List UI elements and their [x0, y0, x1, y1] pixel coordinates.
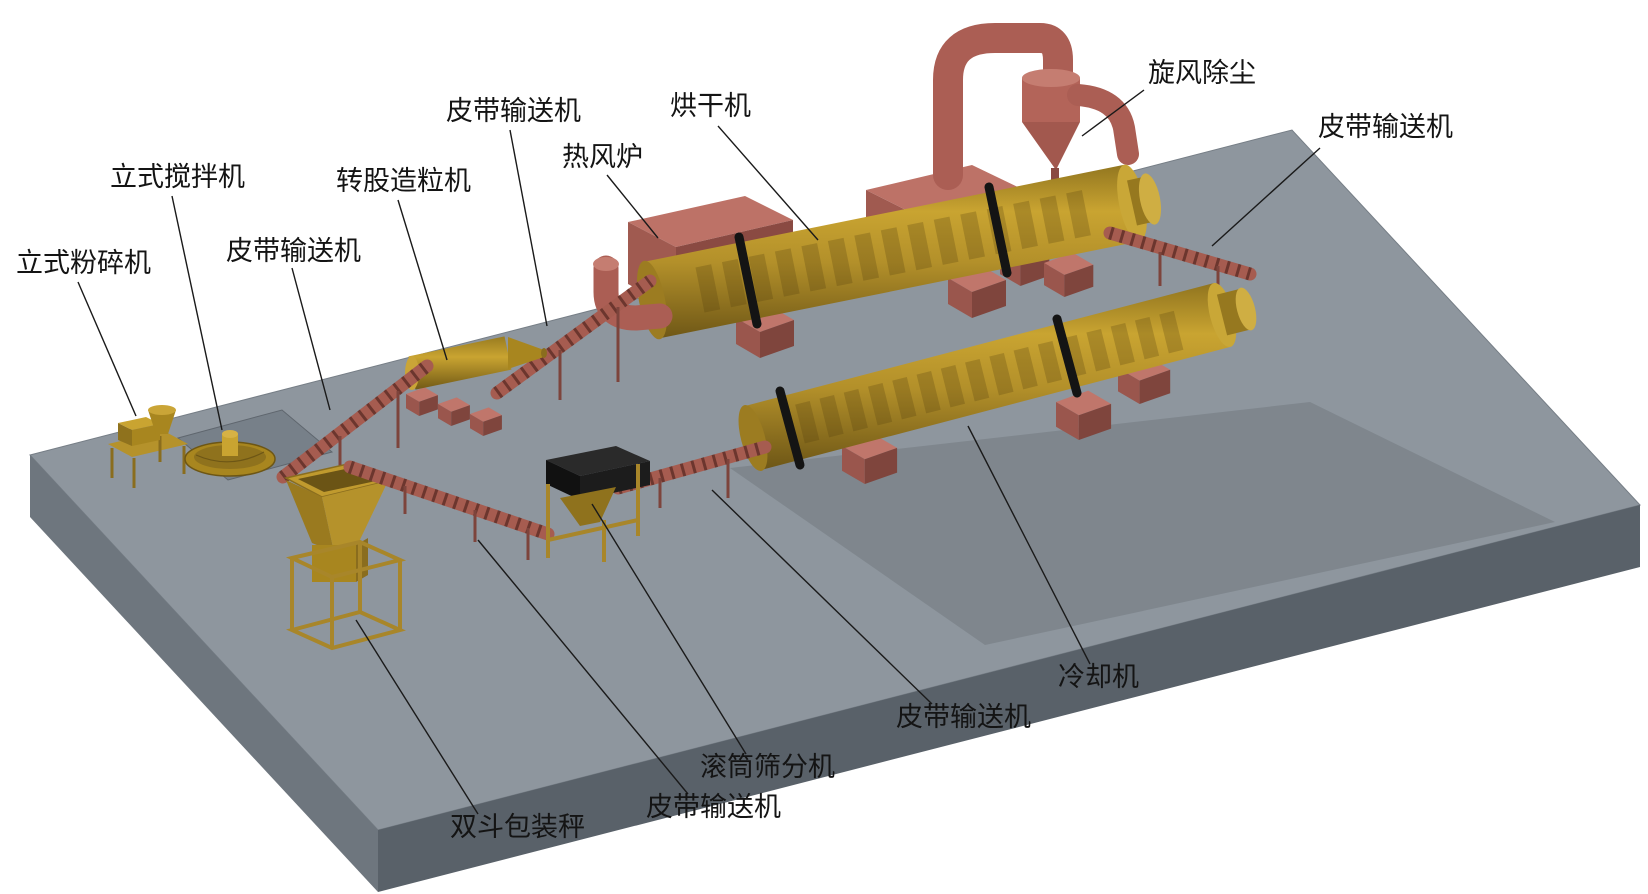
label-belt-conveyor-1: 皮带输送机 — [226, 236, 361, 267]
granulator-nozzle — [541, 348, 547, 358]
dryer-riding-ring-1 — [734, 232, 762, 329]
annotations: 立式粉碎机 立式搅拌机 皮带输送机 转股造粒机 皮带输送机 热风炉 烘干机 旋风… — [16, 58, 1453, 843]
cooler-riding-ring-1 — [775, 386, 805, 470]
label-dryer: 烘干机 — [670, 91, 751, 122]
leader-belt-conveyor-3 — [1211, 147, 1321, 247]
dryer-head-cap — [1138, 173, 1162, 225]
leader-belt-conveyor-5 — [477, 539, 689, 795]
leader-granulator — [397, 199, 448, 361]
cooler-head-cap — [1235, 287, 1257, 331]
hopper-face-right — [322, 481, 388, 552]
leader-hot-blast-stove — [606, 174, 659, 239]
stand-bottom — [286, 609, 406, 651]
label-drum-screener: 滚筒筛分机 — [700, 752, 835, 783]
platform-side-left — [30, 455, 378, 892]
belt-conveyor-mixer-to-granulator — [276, 359, 434, 484]
cooler-riding-ring-2 — [1052, 314, 1082, 398]
leader-packing-scale — [355, 619, 479, 815]
label-double-hopper-packing-scale: 双斗包装秤 — [450, 812, 585, 843]
label-rotary-drum-granulator: 转股造粒机 — [336, 166, 471, 197]
drum-screener — [546, 446, 650, 562]
dryer-inlet-flange — [593, 257, 619, 271]
hopper-face-left — [286, 480, 334, 552]
leader-belt-conveyor-4 — [711, 489, 933, 705]
leader-vertical-mixer — [171, 195, 223, 431]
platform-shadow — [730, 402, 1555, 645]
label-belt-conveyor-3: 皮带输送机 — [1318, 112, 1453, 143]
label-cooler: 冷却机 — [1058, 662, 1139, 693]
platform-side-front — [378, 505, 1640, 892]
dryer-riding-ring-2 — [984, 182, 1012, 278]
cooler-texture — [795, 310, 1185, 444]
granulator-cone — [508, 337, 544, 369]
cyclone-riser-pipe — [933, 23, 1073, 190]
belt-conveyor-screener — [343, 460, 555, 560]
label-belt-conveyor-5: 皮带输送机 — [646, 792, 781, 823]
leader-belt-conveyor-1 — [291, 267, 331, 411]
label-belt-conveyor-4: 皮带输送机 — [896, 702, 1031, 733]
cyclone-outlet-pipe — [1067, 84, 1139, 165]
cyclone-dust-collector — [933, 23, 1139, 190]
crusher-funnel — [148, 410, 176, 434]
vertical-crusher — [108, 405, 188, 488]
cyclone-top — [1022, 69, 1080, 87]
label-hot-blast-stove: 热风炉 — [562, 142, 643, 173]
belt-conveyor-granulator-to-dryer — [490, 274, 657, 400]
leader-belt-conveyor-2 — [509, 129, 548, 327]
leader-cooler — [967, 425, 1091, 665]
leader-dryer — [717, 125, 819, 241]
leader-cyclone — [1081, 89, 1145, 137]
screener-hopper — [560, 487, 616, 526]
cooler-drum — [738, 282, 1257, 472]
label-cyclone-dust-collector: 旋风除尘 — [1148, 58, 1256, 89]
cyclone-cone — [1022, 122, 1080, 170]
leader-vertical-crusher — [77, 281, 137, 417]
label-vertical-crusher: 立式粉碎机 — [16, 248, 151, 279]
leader-drum-screener — [591, 503, 747, 755]
dryer-texture — [695, 188, 1100, 313]
dryer-drum — [593, 164, 1162, 340]
label-vertical-mixer: 立式搅拌机 — [110, 162, 245, 193]
vertical-mixer — [184, 430, 276, 477]
label-belt-conveyor-2: 皮带输送机 — [446, 96, 581, 127]
